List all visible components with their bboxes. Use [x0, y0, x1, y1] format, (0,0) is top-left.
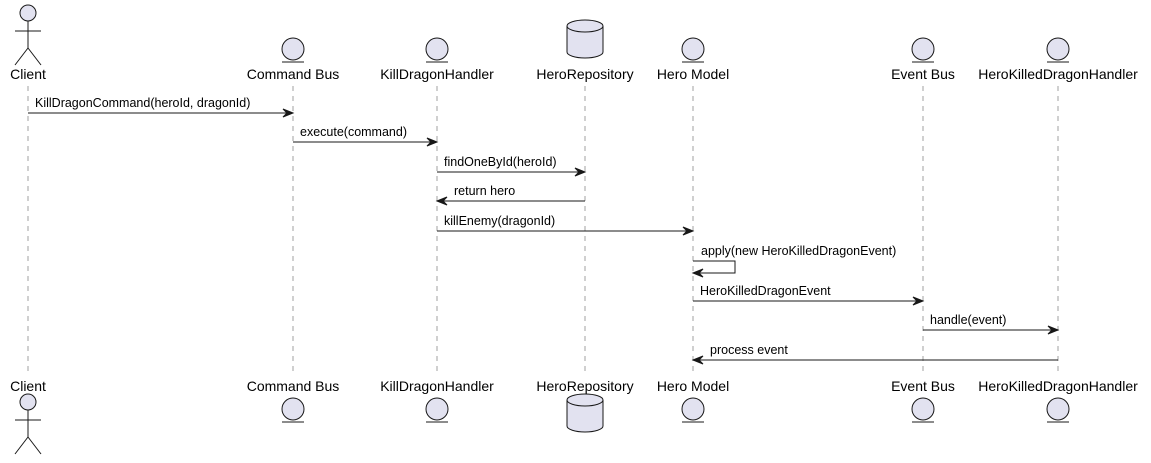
entity-circle	[1046, 397, 1070, 421]
participant-bottom-repo: HeroRepository	[536, 378, 634, 433]
participant-label: HeroKilledDragonHandler	[978, 66, 1138, 82]
message-label: findOneById(heroId)	[444, 155, 557, 169]
message-arrowhead	[574, 167, 587, 177]
message-label: killEnemy(dragonId)	[444, 214, 555, 228]
participant-bottom-kdh: KillDragonHandler	[380, 378, 494, 423]
participant-bottom-hkdh: HeroKilledDragonHandler	[978, 378, 1138, 423]
participant-bottom-hero: Hero Model	[657, 378, 729, 423]
participant-label: HeroRepository	[536, 378, 633, 394]
message-label: process event	[710, 343, 788, 357]
participant-label: Command Bus	[247, 378, 340, 394]
participant-top-client: Client	[10, 4, 46, 82]
message-findonebyid-heroid: findOneById(heroId)	[437, 155, 587, 177]
message-arrowhead	[1047, 325, 1060, 335]
participant-top-bus: Command Bus	[247, 37, 340, 82]
message-label: KillDragonCommand(heroId, dragonId)	[35, 96, 250, 110]
participant-label: KillDragonHandler	[380, 66, 494, 82]
message-killdragoncommand-heroid-dragonid: KillDragonCommand(heroId, dragonId)	[28, 96, 295, 118]
participant-label: Hero Model	[657, 378, 729, 394]
message-return-hero: return hero	[435, 184, 585, 206]
entity-circle	[1046, 37, 1070, 61]
message-label: apply(new HeroKilledDragonEvent)	[701, 244, 896, 258]
entity-circle	[281, 397, 305, 421]
actor-leg-right	[27, 47, 42, 66]
entity-circle	[425, 397, 449, 421]
message-label: HeroKilledDragonEvent	[700, 284, 831, 298]
message-arrowhead	[691, 268, 704, 278]
entity-circle	[681, 397, 705, 421]
participant-top-hero: Hero Model	[657, 37, 729, 82]
message-execute-command: execute(command)	[293, 125, 439, 147]
actor-leg-right	[27, 436, 42, 455]
message-arrowhead	[426, 137, 439, 147]
message-herokilleddragonevent: HeroKilledDragonEvent	[693, 284, 925, 306]
message-arrowhead	[435, 196, 448, 206]
participant-label: Client	[10, 378, 46, 394]
database-rim	[566, 25, 604, 33]
database-body	[566, 393, 604, 433]
message-killenemy-dragonid: killEnemy(dragonId)	[437, 214, 695, 236]
participant-label: HeroKilledDragonHandler	[978, 378, 1138, 394]
message-arrowhead	[682, 226, 695, 236]
actor-head	[19, 4, 37, 22]
participant-top-repo: HeroRepository	[536, 19, 634, 82]
actor-head	[19, 393, 37, 411]
entity-circle	[281, 37, 305, 61]
message-label: return hero	[454, 184, 515, 198]
actor-leg-left	[14, 436, 29, 455]
participant-bottom-client: Client	[10, 378, 46, 455]
database-rim	[566, 399, 604, 407]
message-arrowhead	[282, 108, 295, 118]
entity-circle	[425, 37, 449, 61]
message-handle-event: handle(event)	[923, 313, 1060, 335]
participant-label: KillDragonHandler	[380, 378, 494, 394]
actor-leg-left	[14, 47, 29, 66]
entity-circle	[911, 397, 935, 421]
message-label: execute(command)	[300, 125, 407, 139]
participant-label: Command Bus	[247, 66, 340, 82]
participant-top-ebus: Event Bus	[891, 37, 955, 82]
message-apply-new-herokilleddragonevent: apply(new HeroKilledDragonEvent)	[691, 244, 896, 278]
participant-label: Event Bus	[891, 378, 955, 394]
database-body	[566, 19, 604, 59]
participant-label: Hero Model	[657, 66, 729, 82]
message-arrowhead	[691, 355, 704, 365]
entity-circle	[911, 37, 935, 61]
participant-bottom-bus: Command Bus	[247, 378, 340, 423]
message-process-event: process event	[691, 343, 1058, 365]
participant-bottom-ebus: Event Bus	[891, 378, 955, 423]
participant-label: Event Bus	[891, 66, 955, 82]
entity-circle	[681, 37, 705, 61]
message-arrowhead	[912, 296, 925, 306]
message-label: handle(event)	[930, 313, 1006, 327]
message-line	[693, 260, 736, 274]
participant-label: HeroRepository	[536, 66, 633, 82]
participant-label: Client	[10, 66, 46, 82]
participant-top-kdh: KillDragonHandler	[380, 37, 494, 82]
participant-top-hkdh: HeroKilledDragonHandler	[978, 37, 1138, 82]
